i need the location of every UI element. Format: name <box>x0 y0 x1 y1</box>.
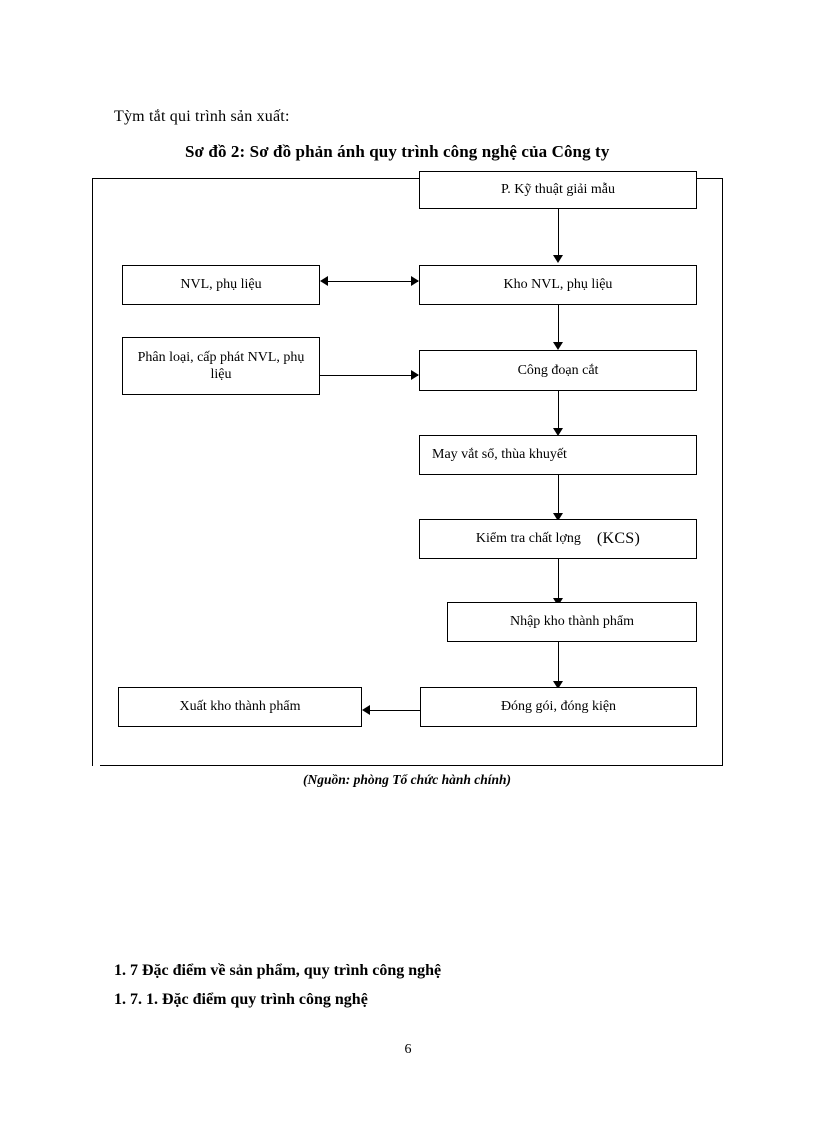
node-xuat-kho-thanh-pham[interactable]: Xuất kho thành phẩm <box>118 687 362 727</box>
node-label: May vắt sổ, thùa khuyết <box>432 447 567 463</box>
node-label: Công đoạn cắt <box>517 362 599 378</box>
arrowhead-nvl-left <box>320 276 328 286</box>
node-kiem-tra-chat-luong[interactable]: Kiểm tra chất lợng (KCS) <box>419 519 697 559</box>
node-phan-loai-cap-phat-nvl[interactable]: Phân loại, cấp phát NVL, phụ liệu <box>122 337 320 395</box>
node-label: NVL, phụ liệu <box>180 277 262 293</box>
node-dong-goi-dong-kien[interactable]: Đóng gói, đóng kiện <box>420 687 697 727</box>
node-nvl-phu-lieu[interactable]: NVL, phụ liệu <box>122 265 320 305</box>
arrowhead-phanloai-to-congdoancat <box>411 370 419 380</box>
node-kho-nvl-phu-lieu[interactable]: Kho NVL, phụ liệu <box>419 265 697 305</box>
arrowhead-nhapkho-to-donggoi <box>553 681 563 689</box>
connector-phanloai-to-congdoancat <box>320 375 418 376</box>
arrowhead-nvl-right <box>411 276 419 286</box>
node-nhap-kho-thanh-pham[interactable]: Nhập kho thành phẩm <box>447 602 697 642</box>
connector-kiemtra-to-nhapkho <box>558 559 559 601</box>
connector-kythuat-to-khonvl <box>558 209 559 256</box>
node-label: Nhập kho thành phẩm <box>509 614 635 630</box>
node-ky-thuat-giai-mau[interactable]: P. Kỹ thuật giải mẫu <box>419 171 697 209</box>
node-label: Kiểm tra chất lợng <box>475 531 581 547</box>
frame-bottom-border <box>100 765 723 766</box>
intro-line: Tỳm tắt qui trình sản xuất: <box>114 108 290 125</box>
node-label: P. Kỹ thuật giải mẫu <box>501 182 615 198</box>
arrowhead-congdoancat-to-mayvatso <box>553 428 563 436</box>
arrowhead-donggoi-to-xuatkho <box>362 705 370 715</box>
frame-left-border <box>92 178 93 766</box>
arrowhead-kythuat-to-khonvl <box>553 255 563 263</box>
connector-mayvatso-to-kiemtra <box>558 475 559 515</box>
node-label: Xuất kho thành phẩm <box>179 699 301 715</box>
node-label-kcs: (KCS) <box>596 530 641 547</box>
arrowhead-khonvl-to-congdoancat <box>553 342 563 350</box>
source-caption: (Nguồn: phòng Tổ chức hành chính) <box>303 772 512 787</box>
section-heading-1-7-1: 1. 7. 1. Đặc điểm quy trình công nghệ <box>114 991 368 1008</box>
connector-khonvl-to-congdoancat <box>558 305 559 344</box>
node-cong-doan-cat[interactable]: Công đoạn cắt <box>419 350 697 391</box>
diagram-title: Sơ đồ 2: Sơ đồ phản ánh quy trình công n… <box>185 142 610 161</box>
connector-congdoancat-to-mayvatso <box>558 391 559 430</box>
node-label: Phân loại, cấp phát NVL, phụ liệu <box>137 349 305 383</box>
section-heading-1-7: 1. 7 Đặc điểm về sản phẩm, quy trình côn… <box>114 962 442 979</box>
arrowhead-mayvatso-to-kiemtra <box>553 513 563 521</box>
node-may-vat-so[interactable]: May vắt sổ, thùa khuyết <box>419 435 697 475</box>
page-number: 6 <box>404 1042 412 1057</box>
node-label: Kho NVL, phụ liệu <box>503 277 613 293</box>
frame-top-border <box>92 178 723 179</box>
connector-nhapkho-to-donggoi <box>558 642 559 684</box>
connector-nvl-khonvl <box>322 281 418 282</box>
frame-right-border <box>722 178 723 766</box>
connector-donggoi-to-xuatkho <box>364 710 420 711</box>
node-label: Đóng gói, đóng kiện <box>500 699 617 715</box>
